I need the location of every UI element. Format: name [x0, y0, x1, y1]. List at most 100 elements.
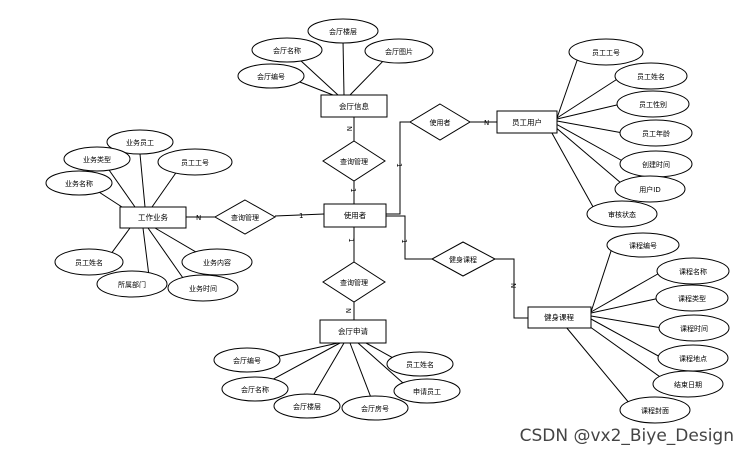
cardinality-user-bottom: 1: [347, 238, 355, 242]
attribute-hall-number: 会厅编号: [237, 63, 305, 89]
cardinality-fitness-course: N: [509, 283, 517, 288]
attribute-department: 所属部门: [96, 270, 168, 298]
svg-text:会厅名称: 会厅名称: [273, 46, 301, 55]
attribute-employee-age: 员工年龄: [619, 119, 693, 147]
attribute-business-content: 业务内容: [181, 248, 253, 276]
relationship-right-upper-label: 使用者: [430, 118, 451, 127]
svg-text:课程名称: 课程名称: [679, 267, 707, 276]
entity-fitness-course: 健身课程: [527, 306, 592, 329]
svg-text:会厅房号: 会厅房号: [361, 404, 389, 413]
cardinality-hall-info: N: [345, 126, 353, 131]
entity-user: 使用者: [323, 203, 387, 228]
svg-text:会厅名称: 会厅名称: [241, 385, 269, 394]
attribute-apply-room-number: 会厅房号: [341, 395, 409, 421]
attribute-business-name: 业务名称: [45, 170, 113, 196]
entity-employee-user-label: 员工用户: [512, 117, 542, 127]
cardinality-user-right-lower: 1: [400, 239, 408, 243]
cardinality-labels: N 1 N 1 1 N 1 N 1 N: [196, 119, 517, 313]
cardinality-user-top: 1: [349, 188, 357, 192]
attribute-employee-id: 员工工号: [568, 38, 644, 66]
svg-text:课程地点: 课程地点: [679, 354, 707, 363]
svg-text:业务类型: 业务类型: [83, 155, 111, 164]
attribute-course-cover: 课程封面: [619, 396, 691, 424]
svg-text:审核状态: 审核状态: [608, 210, 636, 219]
svg-text:课程时间: 课程时间: [680, 324, 708, 333]
entity-hall-apply: 会厅申请: [319, 319, 387, 344]
attribute-business-employee-id: 员工工号: [157, 148, 233, 176]
svg-text:员工姓名: 员工姓名: [637, 72, 665, 81]
relationship-right-lower-label: 健身课程: [449, 255, 477, 264]
attribute-apply-employee-name: 员工姓名: [386, 351, 454, 377]
attribute-employee-gender: 员工性别: [616, 90, 690, 118]
svg-text:申请员工: 申请员工: [413, 387, 441, 396]
watermark-text: CSDN @vx2_Biye_Design: [520, 426, 734, 446]
attribute-course-type: 课程类型: [655, 284, 729, 312]
entity-user-label: 使用者: [344, 210, 367, 220]
attribute-hall-image: 会厅图片: [364, 38, 434, 64]
svg-text:业务名称: 业务名称: [65, 179, 93, 188]
svg-text:创建时间: 创建时间: [642, 160, 670, 169]
cardinality-employee-user: N: [484, 119, 489, 127]
attribute-course-location: 课程地点: [657, 344, 729, 372]
entity-fitness-course-label: 健身课程: [544, 312, 574, 322]
svg-text:用户ID: 用户ID: [639, 185, 660, 194]
entity-work-business: 工作业务: [119, 206, 187, 229]
svg-text:员工姓名: 员工姓名: [75, 258, 103, 267]
attribute-business-employee-name: 员工姓名: [54, 248, 124, 276]
svg-text:课程封面: 课程封面: [641, 406, 669, 415]
attribute-course-number: 课程编号: [606, 232, 680, 258]
relationship-bottom-label: 查询管理: [340, 278, 368, 287]
attribute-business-time: 业务时间: [167, 274, 239, 302]
svg-text:员工姓名: 员工姓名: [406, 360, 434, 369]
svg-text:结束日期: 结束日期: [674, 380, 702, 389]
cardinality-user-right-upper: 1: [395, 163, 403, 167]
entity-employee-user: 员工用户: [496, 110, 558, 134]
cardinality-user-left: 1: [299, 212, 303, 220]
relationship-right-lower: 健身课程: [430, 241, 497, 277]
relationship-top: 查询管理: [322, 140, 386, 182]
entity-hall-info-label: 会厅信息: [339, 101, 369, 111]
attribute-business-type: 业务类型: [63, 146, 131, 172]
svg-text:员工工号: 员工工号: [181, 159, 209, 167]
svg-text:员工年龄: 员工年龄: [642, 129, 670, 138]
svg-text:会厅楼层: 会厅楼层: [293, 402, 321, 411]
attribute-employee-name: 员工姓名: [614, 62, 688, 90]
svg-text:课程编号: 课程编号: [629, 241, 657, 250]
entity-hall-apply-label: 会厅申请: [338, 326, 368, 336]
svg-text:业务时间: 业务时间: [189, 284, 217, 293]
relationship-right-upper: 使用者: [409, 103, 471, 141]
attribute-end-date: 结束日期: [652, 370, 724, 398]
svg-text:员工性别: 员工性别: [639, 100, 667, 109]
attribute-apply-hall-number: 会厅编号: [213, 347, 281, 373]
svg-text:会厅图片: 会厅图片: [385, 47, 413, 56]
attribute-hall-floor: 会厅楼层: [307, 18, 379, 44]
entity-work-business-label: 工作业务: [138, 212, 168, 222]
attribute-apply-hall-floor: 会厅楼层: [273, 393, 341, 419]
svg-text:会厅楼层: 会厅楼层: [329, 27, 357, 36]
attribute-course-name: 课程名称: [656, 257, 730, 285]
attribute-apply-employee: 申请员工: [393, 378, 461, 404]
attribute-review-status: 审核状态: [586, 200, 658, 228]
attribute-apply-hall-name: 会厅名称: [221, 376, 289, 402]
attribute-user-id: 用户ID: [614, 175, 686, 203]
attribute-course-time: 课程时间: [658, 314, 730, 342]
svg-text:课程类型: 课程类型: [678, 294, 706, 303]
svg-text:业务员工: 业务员工: [126, 138, 154, 147]
svg-text:会厅编号: 会厅编号: [233, 356, 261, 365]
cardinality-hall-apply: N: [344, 308, 352, 313]
attribute-business-staff: 业务员工: [106, 129, 174, 155]
attribute-created-time: 创建时间: [619, 150, 693, 178]
entity-hall-info: 会厅信息: [320, 94, 388, 118]
cardinality-work-business: N: [196, 214, 201, 222]
attribute-hall-name: 会厅名称: [251, 37, 323, 63]
svg-text:会厅编号: 会厅编号: [257, 72, 285, 81]
relationship-left: 查询管理: [213, 199, 277, 235]
relationship-left-label: 查询管理: [231, 213, 259, 222]
svg-text:业务内容: 业务内容: [203, 258, 231, 267]
relationship-bottom: 查询管理: [322, 261, 386, 303]
relationship-top-label: 查询管理: [340, 157, 368, 166]
svg-text:所属部门: 所属部门: [118, 280, 146, 289]
svg-text:员工工号: 员工工号: [592, 49, 620, 57]
